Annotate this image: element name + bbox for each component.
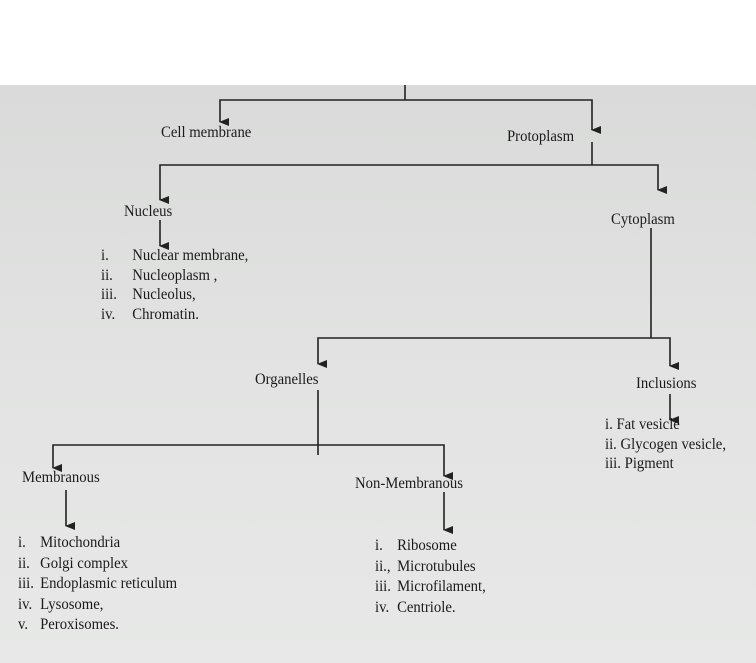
list-item: iii. Pigment — [605, 455, 674, 472]
node-inclusions: Inclusions — [636, 375, 697, 392]
nucleus-list: i.Nuclear membrane, ii.Nucleoplasm , iii… — [101, 247, 248, 325]
list-item: iv.Lysosome, — [18, 595, 104, 613]
node-membranous: Membranous — [22, 469, 100, 486]
node-protoplasm: Protoplasm — [507, 128, 575, 145]
list-item: i.Mitochondria — [18, 534, 121, 551]
non-membranous-list: i.Ribosome ii.,Microtubules iii.Microfil… — [375, 536, 486, 618]
list-item: ii.Golgi complex — [18, 554, 128, 572]
organelles-branch — [52, 444, 453, 480]
node-nucleus: Nucleus — [124, 203, 173, 220]
list-item: ii. Glycogen vesicle, — [605, 435, 726, 453]
inclusions-list: i. Fat vesicle ii. Glycogen vesicle, iii… — [605, 416, 726, 475]
list-item: i.Nuclear membrane, — [101, 247, 249, 264]
list-item: iii.Nucleolus, — [101, 286, 196, 303]
list-item: i. Fat vesicle — [605, 416, 680, 433]
list-item: ii.,Microtubules — [375, 557, 476, 575]
node-non-membranous: Non-Membranous — [355, 475, 463, 492]
node-organelles: Organelles — [255, 371, 319, 388]
membranous-list: i.Mitochondria ii.Golgi complex iii.Endo… — [18, 533, 177, 636]
list-item: i.Ribosome — [375, 537, 457, 554]
paper-background — [0, 85, 756, 663]
root-branch — [219, 99, 601, 134]
list-item: iii.Microfilament, — [375, 578, 486, 595]
list-item: iii.Endoplasmic reticulum — [18, 575, 178, 592]
node-cytoplasm: Cytoplasm — [611, 211, 675, 228]
list-item: iv.Centriole. — [375, 598, 456, 616]
list-item: v.Peroxisomes. — [18, 616, 119, 633]
list-item: iv.Chromatin. — [101, 305, 199, 323]
protoplasm-branch — [159, 164, 667, 204]
cytoplasm-branch — [317, 337, 679, 370]
node-cell-membrane: Cell membrane — [161, 124, 252, 141]
list-item: ii.Nucleoplasm , — [101, 266, 218, 284]
